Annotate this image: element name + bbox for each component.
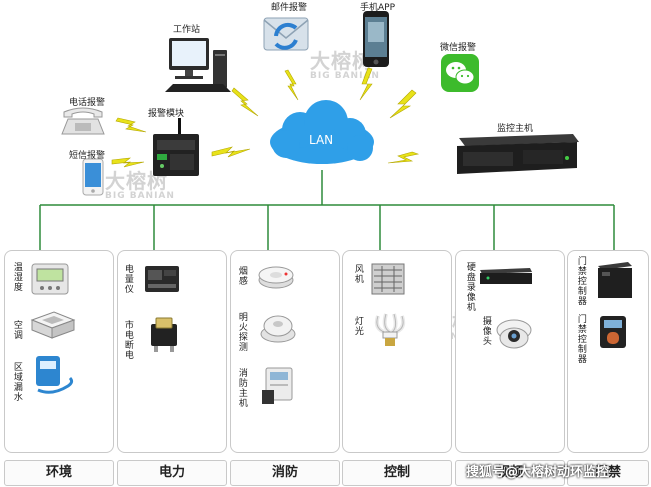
flame-detector-icon [260, 315, 296, 343]
light-bulb-icon [374, 313, 406, 346]
phone-alarm-label: 电话报警 [69, 98, 106, 108]
server-icon [457, 134, 579, 174]
tab-power[interactable]: 电力 [117, 460, 227, 486]
alarm-module-icon [153, 118, 199, 176]
email-alarm-label: 邮件报警 [271, 3, 308, 13]
panel-item-label: 摄像头 [480, 316, 491, 346]
tab-fire[interactable]: 消防 [230, 460, 340, 486]
panel-item-label: 烟感 [236, 266, 247, 286]
smartphone-icon [363, 11, 389, 67]
panel-item-label: 硬盘录像机 [464, 262, 475, 312]
tab-access-control[interactable]: 门禁 [567, 460, 649, 486]
smoke-detector-icon [258, 266, 294, 289]
relay-icon [151, 317, 177, 352]
fingerprint-reader-icon [600, 316, 626, 348]
sms-phone-icon [82, 158, 104, 196]
lan-cloud [270, 100, 374, 164]
panel-item-label: 消防主机 [236, 368, 247, 408]
panel-item-label: 灯光 [352, 316, 363, 336]
monitor-host-label: 监控主机 [497, 124, 534, 134]
fire-control-panel-icon [262, 367, 293, 404]
tab-control[interactable]: 控制 [342, 460, 452, 486]
panel-item-label: 电量仪 [122, 264, 133, 294]
wechat-alarm-label: 微信报警 [440, 43, 477, 53]
access-controller-icon [598, 262, 632, 298]
computer-icon [165, 38, 231, 92]
panel-item-label: 市电断电 [122, 320, 133, 360]
source-watermark: 搜狐号@大榕树动环监控 [466, 465, 610, 480]
tab-video[interactable]: 视频 [455, 460, 565, 486]
panel-item-label: 门禁控制器 [575, 314, 586, 364]
panel-item-label: 明火探测 [236, 312, 247, 352]
wechat-icon [441, 54, 479, 92]
tab-environment[interactable]: 环境 [4, 460, 114, 486]
workstation-label: 工作站 [173, 25, 201, 35]
exhaust-fan-icon [371, 263, 405, 295]
water-leak-sensor-icon [36, 356, 74, 394]
lan-label: LAN [309, 133, 334, 147]
nvr-icon [480, 268, 532, 284]
panel-item-label: 空调 [11, 320, 22, 340]
mobile-app-label: 手机APP [360, 3, 396, 13]
panel-item-label: 区域漏水 [11, 362, 22, 402]
thermo-hygrometer-icon [31, 263, 69, 295]
panel-item-label: 门禁控制器 [575, 256, 586, 306]
alarm-module-label: 报警模块 [148, 109, 185, 119]
power-meter-icon [145, 266, 179, 292]
panel-item-label: 温湿度 [11, 262, 22, 292]
dome-camera-icon [496, 319, 532, 349]
telephone-icon [61, 107, 105, 135]
sms-alarm-label: 短信报警 [69, 151, 106, 161]
email-icon [263, 17, 309, 51]
air-conditioner-icon [30, 311, 76, 339]
panel-item-label: 风机 [352, 264, 363, 284]
